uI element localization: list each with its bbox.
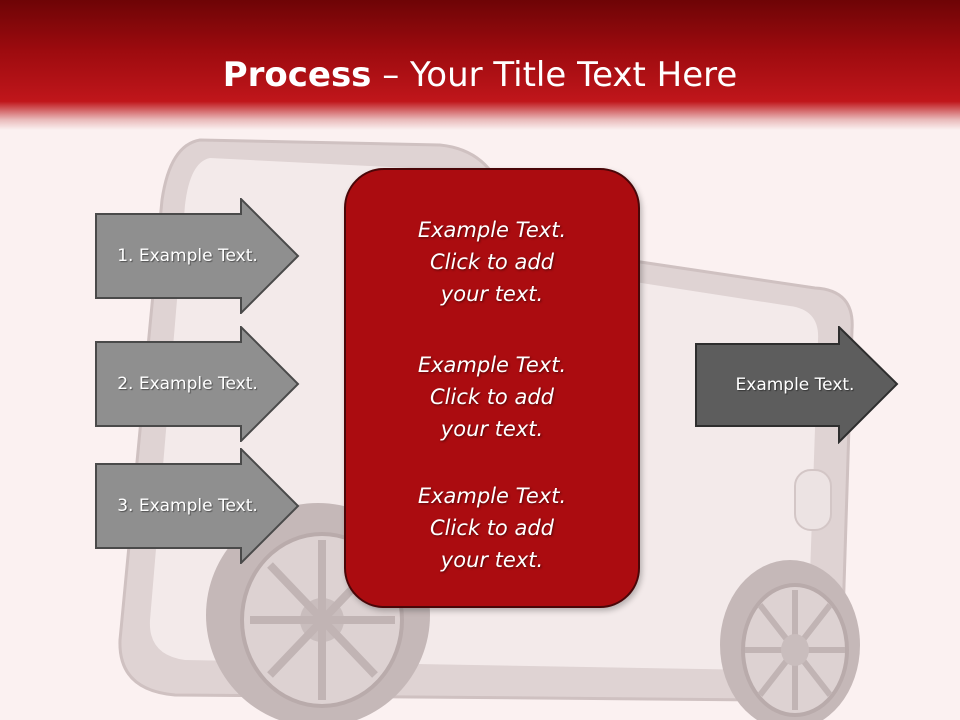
- block-line: Click to add: [429, 250, 554, 274]
- title-rest: – Your Title Text Here: [371, 55, 738, 95]
- block-line: Click to add: [429, 516, 554, 540]
- block-line: Example Text.: [417, 218, 567, 242]
- step-label-3: 3. Example Text.: [117, 496, 258, 516]
- result-arrow[interactable]: Example Text.: [695, 326, 900, 444]
- block-line: Click to add: [429, 385, 554, 409]
- center-text-block-2: Example Text. Click to add your text.: [346, 349, 638, 445]
- step-arrow-3[interactable]: 3. Example Text.: [95, 448, 300, 564]
- arrow-right-icon: [95, 326, 300, 442]
- arrow-right-icon: [95, 198, 300, 314]
- title-bold: Process: [222, 55, 372, 95]
- center-text-block-1: Example Text. Click to add your text.: [346, 214, 638, 310]
- step-arrow-1[interactable]: 1. Example Text.: [95, 198, 300, 314]
- block-line: your text.: [440, 282, 544, 306]
- wheel-right: [720, 560, 860, 720]
- block-line: Example Text.: [417, 484, 567, 508]
- result-label: Example Text.: [735, 375, 855, 395]
- block-line: your text.: [440, 417, 544, 441]
- step-arrow-2[interactable]: 2. Example Text.: [95, 326, 300, 442]
- center-text-block-3: Example Text. Click to add your text.: [346, 480, 638, 576]
- slide-title[interactable]: Process – Your Title Text Here: [0, 50, 960, 100]
- device-button: [794, 469, 832, 531]
- center-text-box[interactable]: Example Text. Click to add your text. Ex…: [344, 168, 640, 608]
- block-line: your text.: [440, 548, 544, 572]
- arrow-right-icon: [695, 326, 899, 444]
- step-label-1: 1. Example Text.: [117, 246, 258, 266]
- arrow-right-icon: [95, 448, 300, 564]
- block-line: Example Text.: [417, 353, 567, 377]
- step-label-2: 2. Example Text.: [117, 374, 258, 394]
- title-bar: [0, 0, 960, 130]
